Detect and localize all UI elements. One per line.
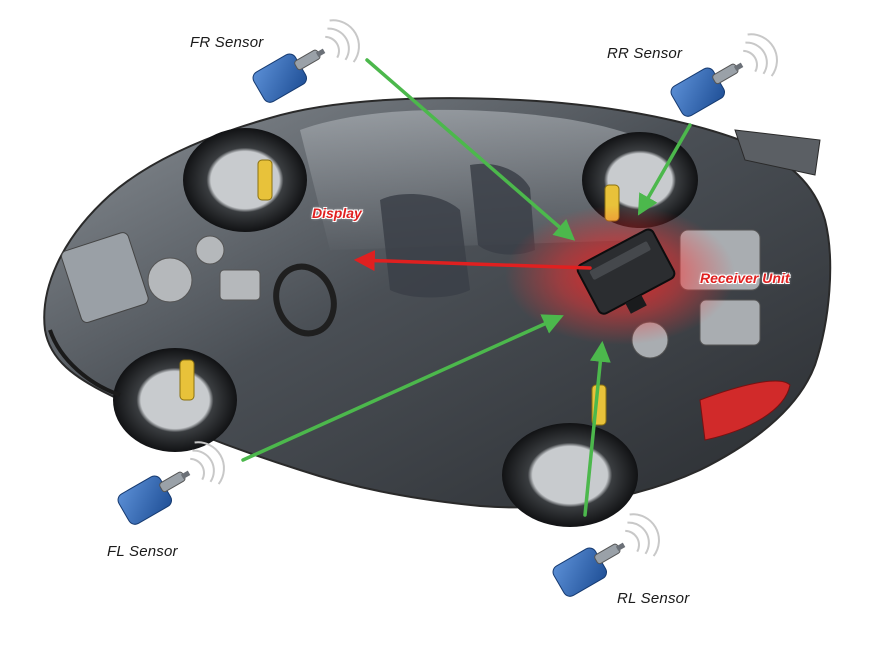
tire-pressure-sensor-icon bbox=[670, 62, 744, 117]
car-seat-right bbox=[470, 163, 535, 255]
tail-light bbox=[699, 380, 791, 441]
wireless-signal-icon bbox=[190, 441, 225, 485]
label-fr-sensor: FR Sensor bbox=[190, 34, 264, 51]
wireless-signal-icon bbox=[625, 513, 660, 557]
arrow-receiver-to-display bbox=[353, 250, 592, 272]
label-rr-sensor: RR Sensor bbox=[607, 45, 683, 62]
tire-pressure-sensor-icon bbox=[552, 542, 626, 597]
wheel-front-left bbox=[113, 348, 237, 452]
label-display: Display bbox=[312, 205, 362, 221]
arrow-fr-to-receiver bbox=[365, 58, 576, 241]
wheel-front-right bbox=[183, 128, 307, 232]
sensor-rl bbox=[552, 513, 660, 597]
label-rl-sensor: RL Sensor bbox=[617, 590, 690, 607]
sensor-rr bbox=[670, 33, 778, 117]
front-radiator bbox=[61, 232, 149, 323]
tire-pressure-sensor-icon bbox=[117, 470, 191, 525]
signal-arrows bbox=[241, 58, 692, 517]
label-fl-sensor: FL Sensor bbox=[107, 543, 178, 560]
wheel-rear-left bbox=[502, 423, 638, 527]
wireless-signal-icon bbox=[325, 19, 360, 63]
car-cutaway bbox=[43, 97, 832, 527]
front-engine-parts bbox=[147, 235, 261, 303]
arrow-fl-to-receiver bbox=[241, 314, 564, 462]
front-bumper bbox=[48, 329, 121, 397]
arrow-rr-to-receiver bbox=[637, 123, 692, 216]
rear-spoiler bbox=[734, 129, 821, 176]
receiver-module-icon bbox=[576, 228, 676, 315]
sensor-fr bbox=[252, 19, 360, 103]
label-receiver-unit: Receiver Unit bbox=[700, 270, 790, 286]
steering-wheel bbox=[273, 263, 337, 337]
arrow-rl-to-receiver bbox=[583, 340, 611, 517]
tire-pressure-sensor-icon bbox=[252, 48, 326, 103]
wireless-signal-icon bbox=[743, 33, 778, 77]
car-seat-left bbox=[380, 194, 470, 298]
sensor-fl bbox=[117, 441, 225, 525]
